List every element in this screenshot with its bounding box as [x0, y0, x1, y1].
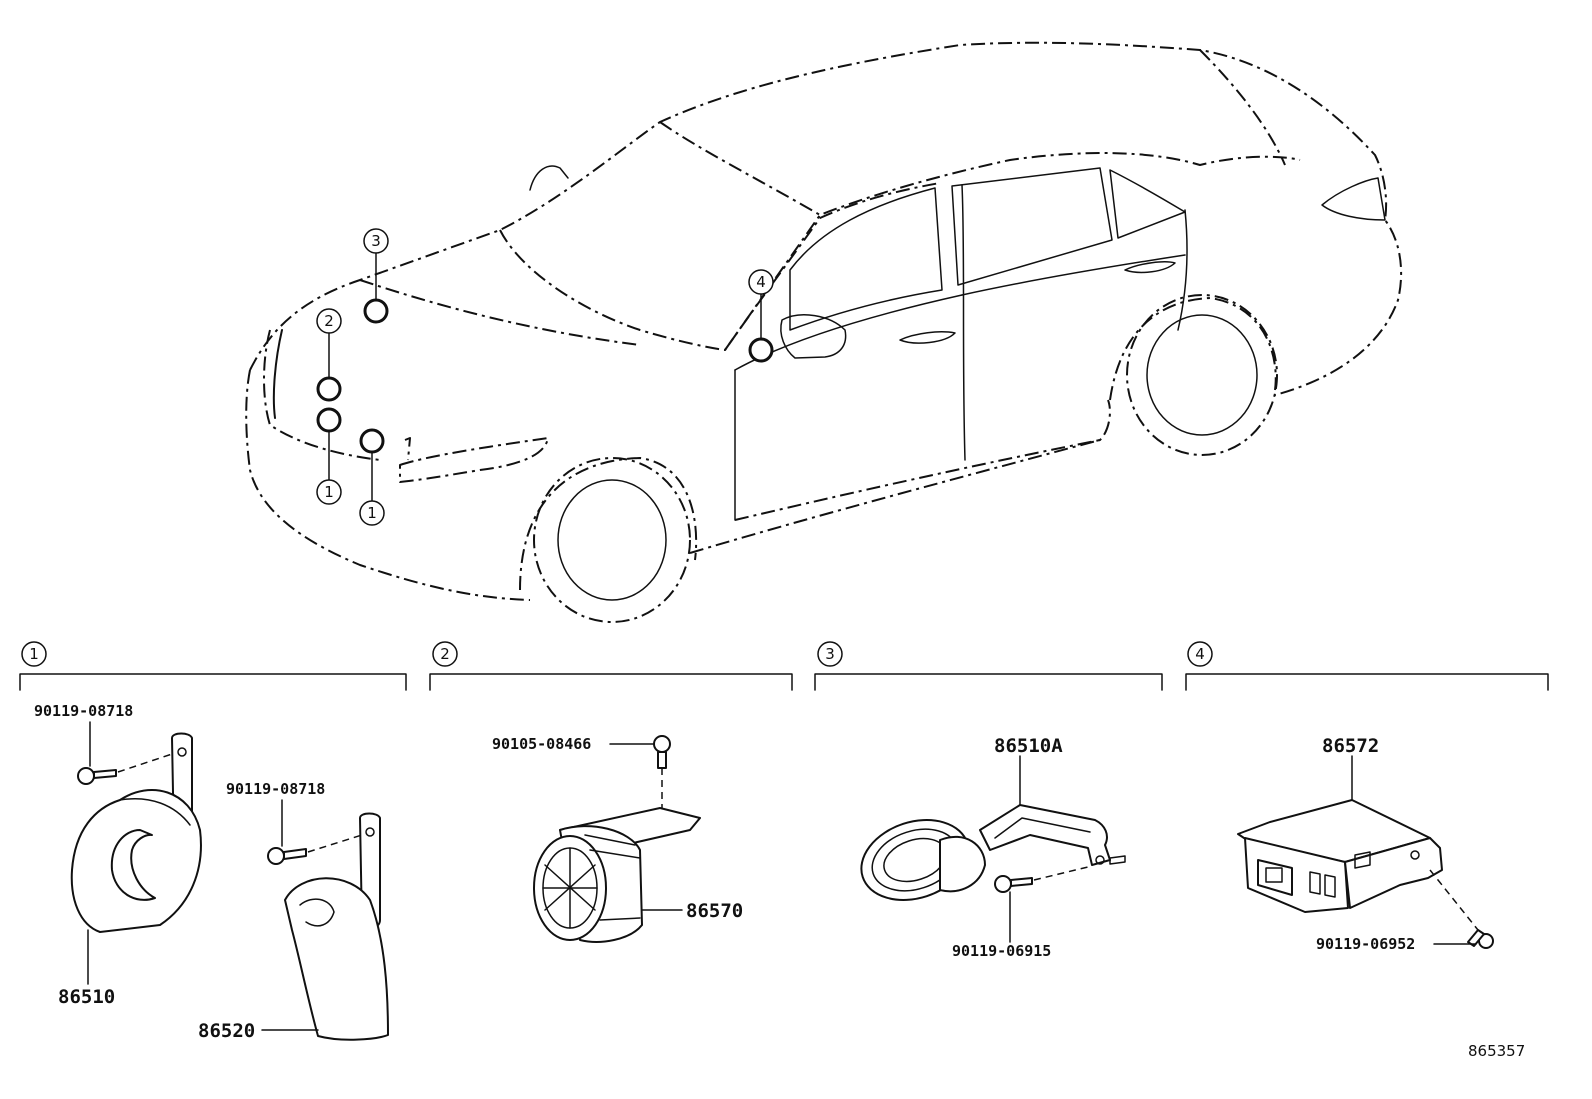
section-2-parts — [533, 735, 701, 943]
section-4-parts — [1237, 755, 1494, 949]
car-callout-1b[interactable]: 1 — [359, 500, 385, 526]
part-number-90119-08718-b[interactable]: 90119-08718 — [226, 780, 325, 798]
svg-text:2: 2 — [440, 645, 450, 663]
part-number-90119-06952[interactable]: 90119-06952 — [1316, 935, 1415, 953]
bolt-icon — [267, 847, 307, 865]
car-callout-3[interactable]: 3 — [363, 228, 389, 254]
marker-2[interactable] — [316, 376, 342, 402]
section-header-1: 1 — [19, 641, 407, 691]
svg-text:3: 3 — [825, 645, 835, 663]
car-callout-2[interactable]: 2 — [316, 308, 342, 334]
siren-icon — [533, 807, 701, 943]
bolt-icon — [1467, 929, 1494, 949]
svg-text:1: 1 — [324, 483, 334, 501]
horn-low-icon — [70, 789, 202, 933]
horn-a-icon — [860, 804, 1126, 901]
part-number-86570[interactable]: 86570 — [686, 900, 743, 922]
section-header-4: 4 — [1185, 641, 1549, 691]
part-number-90105-08466[interactable]: 90105-08466 — [492, 735, 591, 753]
section-3-parts — [860, 755, 1126, 943]
marker-4[interactable] — [748, 337, 774, 363]
section-header-3: 3 — [814, 641, 1163, 691]
part-number-86520[interactable]: 86520 — [198, 1020, 255, 1042]
bolt-icon — [994, 875, 1033, 893]
svg-text:1: 1 — [29, 645, 39, 663]
marker-1a[interactable] — [316, 407, 342, 433]
svg-text:4: 4 — [1195, 645, 1205, 663]
bolt-icon — [77, 767, 117, 785]
svg-text:4: 4 — [756, 273, 766, 291]
marker-1b[interactable] — [359, 428, 385, 454]
part-number-86510[interactable]: 86510 — [58, 986, 115, 1008]
section-header-2: 2 — [429, 641, 793, 691]
car-callout-4[interactable]: 4 — [748, 269, 774, 295]
part-number-90119-08718-a[interactable]: 90119-08718 — [34, 702, 133, 720]
svg-text:2: 2 — [324, 312, 334, 330]
car-outline — [245, 41, 1403, 623]
bolt-icon — [653, 735, 671, 769]
car-callout-1a[interactable]: 1 — [316, 479, 342, 505]
section-1-parts — [70, 721, 389, 1041]
location-markers — [316, 252, 774, 502]
part-number-86510A[interactable]: 86510A — [994, 735, 1063, 757]
control-module-icon — [1237, 799, 1443, 913]
diagram-reference-number: 865357 — [1468, 1042, 1525, 1060]
part-number-90119-06915[interactable]: 90119-06915 — [952, 942, 1051, 960]
part-number-86572[interactable]: 86572 — [1322, 735, 1379, 757]
marker-3[interactable] — [363, 298, 389, 324]
horn-high-icon — [284, 877, 389, 1041]
svg-text:3: 3 — [371, 232, 381, 250]
svg-text:1: 1 — [367, 504, 377, 522]
